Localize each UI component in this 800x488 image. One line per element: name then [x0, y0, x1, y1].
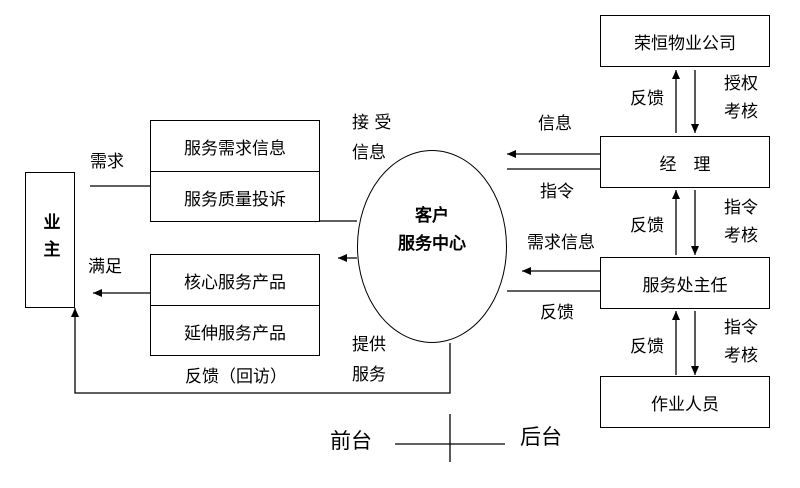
manager-label: 经 理	[659, 154, 711, 175]
command-label: 指令	[540, 182, 574, 202]
core-service-product: 核心服务产品	[151, 255, 319, 306]
service-request-box: 服务需求信息 服务质量投诉	[150, 120, 320, 222]
service-request-info: 服务需求信息	[151, 121, 319, 172]
staff-box: 作业人员	[600, 376, 770, 428]
service-product-box: 核心服务产品 延伸服务产品	[150, 254, 320, 356]
feedback-loop-arrow	[71, 308, 451, 394]
assess-label-3: 考核	[724, 346, 758, 366]
feedback-label-manager: 反馈	[630, 216, 664, 236]
staff-label: 作业人员	[651, 394, 719, 415]
legend-front: 前台	[330, 429, 372, 453]
legend-back: 后台	[520, 425, 562, 449]
assess-label-1: 考核	[724, 102, 758, 122]
customer-service-center	[357, 150, 507, 343]
demand-label: 需求	[90, 152, 124, 172]
satisfy-label: 满足	[88, 257, 122, 277]
manager-box: 经 理	[600, 136, 770, 188]
director-box: 服务处主任	[600, 257, 770, 309]
info-label: 信息	[538, 114, 572, 134]
feedback-visit-label: 反馈（回访）	[185, 367, 287, 387]
provide-service-line-2: 服务	[352, 365, 386, 385]
center-label-line-1: 客户	[415, 206, 449, 226]
receive-info-line-1: 接 受	[352, 113, 392, 133]
demand-info-label: 需求信息	[527, 233, 595, 253]
service-quality-complaint: 服务质量投诉	[184, 189, 286, 210]
receive-info-line-2: 信息	[352, 143, 386, 163]
assess-label-2: 考核	[724, 226, 758, 246]
command-label-2: 指令	[724, 198, 758, 218]
owner-box: 业主	[25, 172, 75, 308]
director-label: 服务处主任	[642, 275, 728, 296]
feedback-label-company: 反馈	[630, 89, 664, 109]
owner-label: 业主	[39, 213, 60, 267]
provide-service-line-1: 提供	[352, 335, 386, 355]
company-box: 荣恒物业公司	[600, 15, 770, 67]
feedback-label-director: 反馈	[630, 337, 664, 357]
feedback-label: 反馈	[540, 303, 574, 323]
center-label-line-2: 服务中心	[398, 234, 466, 254]
authorize-label: 授权	[724, 74, 758, 94]
extended-service-product: 延伸服务产品	[184, 323, 286, 344]
company-label: 荣恒物业公司	[634, 33, 736, 54]
command-label-3: 指令	[724, 318, 758, 338]
